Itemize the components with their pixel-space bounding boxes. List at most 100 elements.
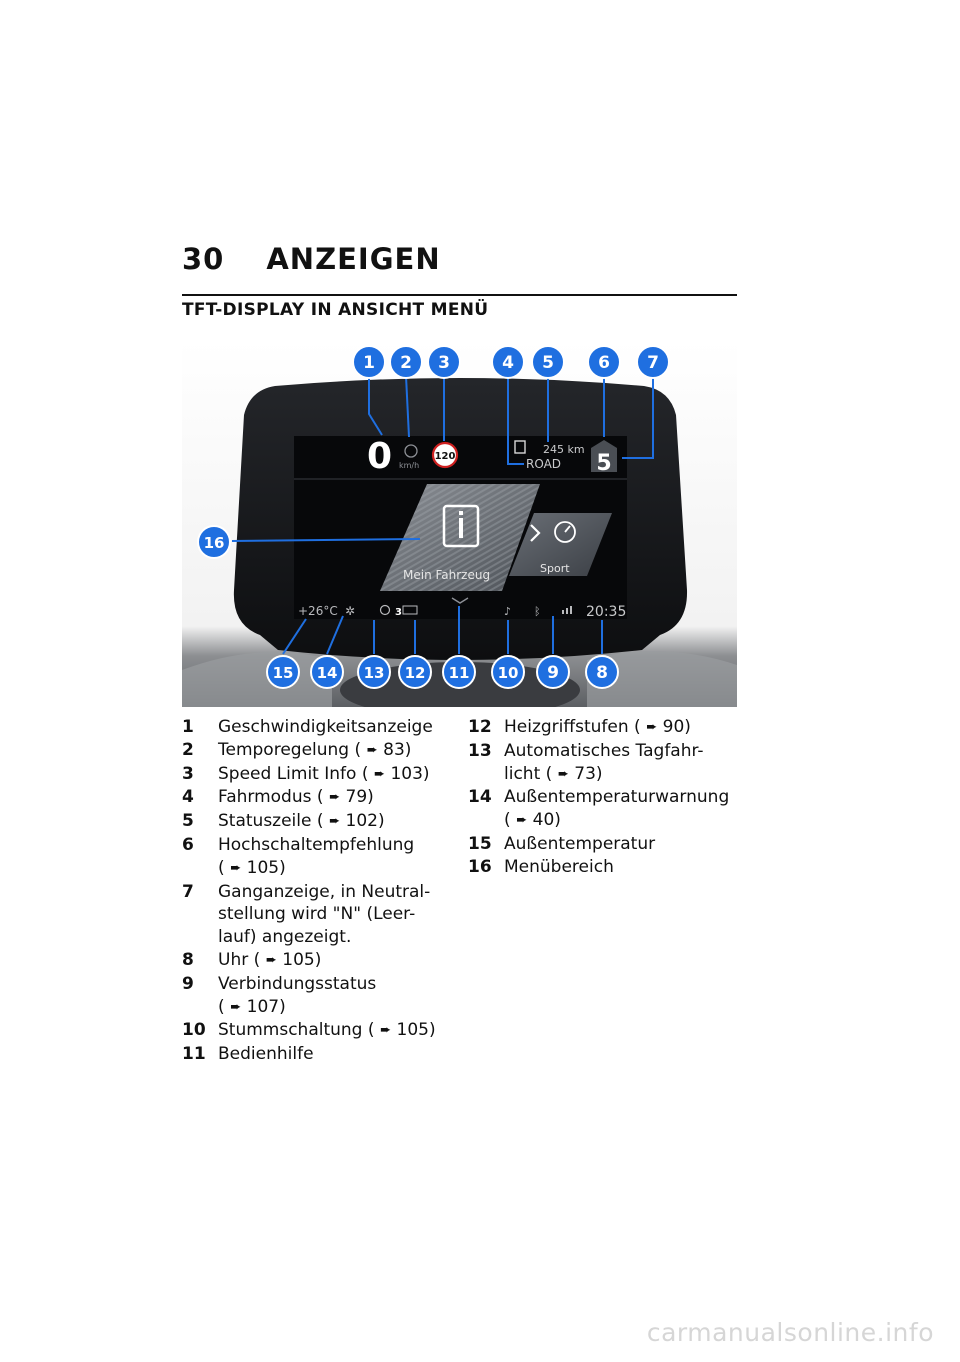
legend-line: Fahrmodus (➨79)	[218, 786, 442, 810]
legend-number: 1	[182, 717, 194, 737]
legend-number: 10	[182, 1020, 206, 1041]
legend-number: 11	[182, 1044, 206, 1065]
frost-warning-icon: ✲	[345, 604, 355, 618]
speed-value: 0	[367, 436, 392, 477]
legend-item-4: 4 Fahrmodus (➨79)	[182, 786, 442, 810]
daytime-light-icon	[379, 604, 391, 616]
legend-number: 14	[468, 787, 492, 808]
speed-limit-sign	[431, 441, 459, 469]
legend-item-12: 12 Heizgriffstufen (➨90)	[468, 716, 738, 740]
callout-marker-11: 11	[442, 655, 476, 689]
legend-text: Außentemperaturwarnung(➨40)	[504, 786, 738, 833]
legend-text: Menübereich	[504, 856, 738, 879]
callout-marker-16: 16	[197, 525, 231, 559]
legend-item-9: 9 Verbindungsstatus(➨107)	[182, 973, 442, 1020]
legend-text: Hochschaltempfehlung (➨105)	[218, 834, 442, 881]
page-reference: (➨83)	[355, 740, 412, 760]
speed-limit-value: 120	[435, 451, 456, 462]
legend-number: 4	[182, 787, 194, 808]
header-divider	[182, 294, 737, 296]
speed-unit: km/h	[399, 461, 419, 470]
callout-number: 1	[363, 353, 375, 373]
legend-text: Verbindungsstatus(➨107)	[218, 973, 442, 1020]
callout-marker-7: 7	[636, 345, 670, 379]
arrow-right-icon: ➨	[646, 720, 658, 735]
legend-number: 6	[182, 834, 194, 855]
legend-number: 12	[468, 717, 492, 737]
legend-line: Menübereich	[504, 856, 614, 877]
callout-marker-8: 8	[585, 655, 619, 689]
gauge-icon	[554, 521, 576, 543]
legend-text: Speed Limit Info (➨103)	[218, 763, 442, 787]
mute-icon: ♪	[504, 605, 511, 618]
legend-item-11: 11 Bedienhilfe	[182, 1043, 442, 1066]
legend-line: Temporegelung (➨83)	[218, 739, 442, 763]
legend-line: Ganganzeige, in Neutral-	[218, 881, 431, 902]
arrow-right-icon: ➨	[380, 1023, 391, 1039]
heated-grip-level: 3	[395, 607, 402, 618]
fuel-icon	[514, 440, 526, 454]
page-header: 30 ANZEIGEN	[182, 242, 441, 276]
tft-display-figure: 0 km/h 120 245 km ROAD 5 Mein Fahrzeug S…	[182, 340, 737, 707]
page-reference: (➨105)	[218, 858, 286, 878]
callout-number: 4	[502, 353, 514, 373]
callout-marker-6: 6	[587, 345, 621, 379]
callout-number: 12	[405, 664, 426, 682]
shift-indicator	[591, 440, 617, 472]
ride-mode-value: ROAD	[526, 457, 561, 471]
legend-text: Bedienhilfe	[218, 1043, 442, 1066]
arrow-right-icon: ➨	[366, 742, 378, 758]
callout-marker-4: 4	[491, 345, 525, 379]
legend-line: Heizgriffstufen (➨90)	[504, 716, 738, 740]
legend-text: Außentemperatur	[504, 833, 738, 856]
page-reference: (➨90)	[634, 717, 691, 737]
callout-marker-1: 1	[352, 345, 386, 379]
menu-label: Mein Fahrzeug	[403, 568, 490, 582]
legend-number: 8	[182, 949, 194, 970]
arrow-right-icon: ➨	[230, 860, 242, 876]
legend-text: Geschwindigkeitsanzeige	[218, 716, 442, 739]
arrow-right-icon: ➨	[265, 952, 277, 968]
legend-item-6: 6 Hochschaltempfehlung (➨105)	[182, 834, 442, 881]
legend-line: Uhr (➨105)	[218, 949, 442, 973]
legend-item-14: 14 Außentemperaturwarnung(➨40)	[468, 786, 738, 833]
callout-number: 5	[542, 353, 554, 373]
legend-text: Stummschaltung (➨105)	[218, 1019, 442, 1043]
heated-grip-icon	[402, 605, 418, 615]
legend-line: Hochschaltempfehlung	[218, 834, 415, 855]
page-reference: (➨105)	[254, 950, 322, 970]
legend-number: 9	[182, 973, 194, 994]
chevron-right-icon	[530, 524, 541, 542]
callout-number: 13	[364, 664, 385, 682]
arrow-right-icon: ➨	[557, 766, 569, 782]
legend-text: Fahrmodus (➨79)	[218, 786, 442, 810]
callout-number: 16	[204, 534, 225, 552]
callout-marker-14: 14	[310, 655, 344, 689]
connection-icon: ᛒ	[534, 605, 541, 618]
chevron-down-icon	[451, 597, 469, 604]
arrow-right-icon: ➨	[516, 813, 528, 829]
legend-number: 5	[182, 811, 194, 832]
page-reference: (➨40)	[504, 810, 561, 830]
callout-number: 8	[596, 663, 608, 683]
legend-number: 7	[182, 881, 194, 902]
legend-item-1: 1 Geschwindigkeitsanzeige	[182, 716, 442, 739]
page-reference: (➨73)	[546, 764, 603, 784]
gear-value: 5	[596, 451, 611, 476]
callout-marker-9: 9	[536, 655, 570, 689]
legend-number: 13	[468, 740, 492, 761]
callout-marker-12: 12	[398, 655, 432, 689]
legend-line: Bedienhilfe	[218, 1044, 314, 1065]
page-reference: (➨103)	[362, 764, 430, 784]
temperature-value: +26°C	[298, 604, 338, 618]
legend-text: Heizgriffstufen (➨90)	[504, 716, 738, 740]
page-number: 30	[182, 242, 225, 276]
watermark: carmanualsonline.info	[646, 1318, 934, 1347]
